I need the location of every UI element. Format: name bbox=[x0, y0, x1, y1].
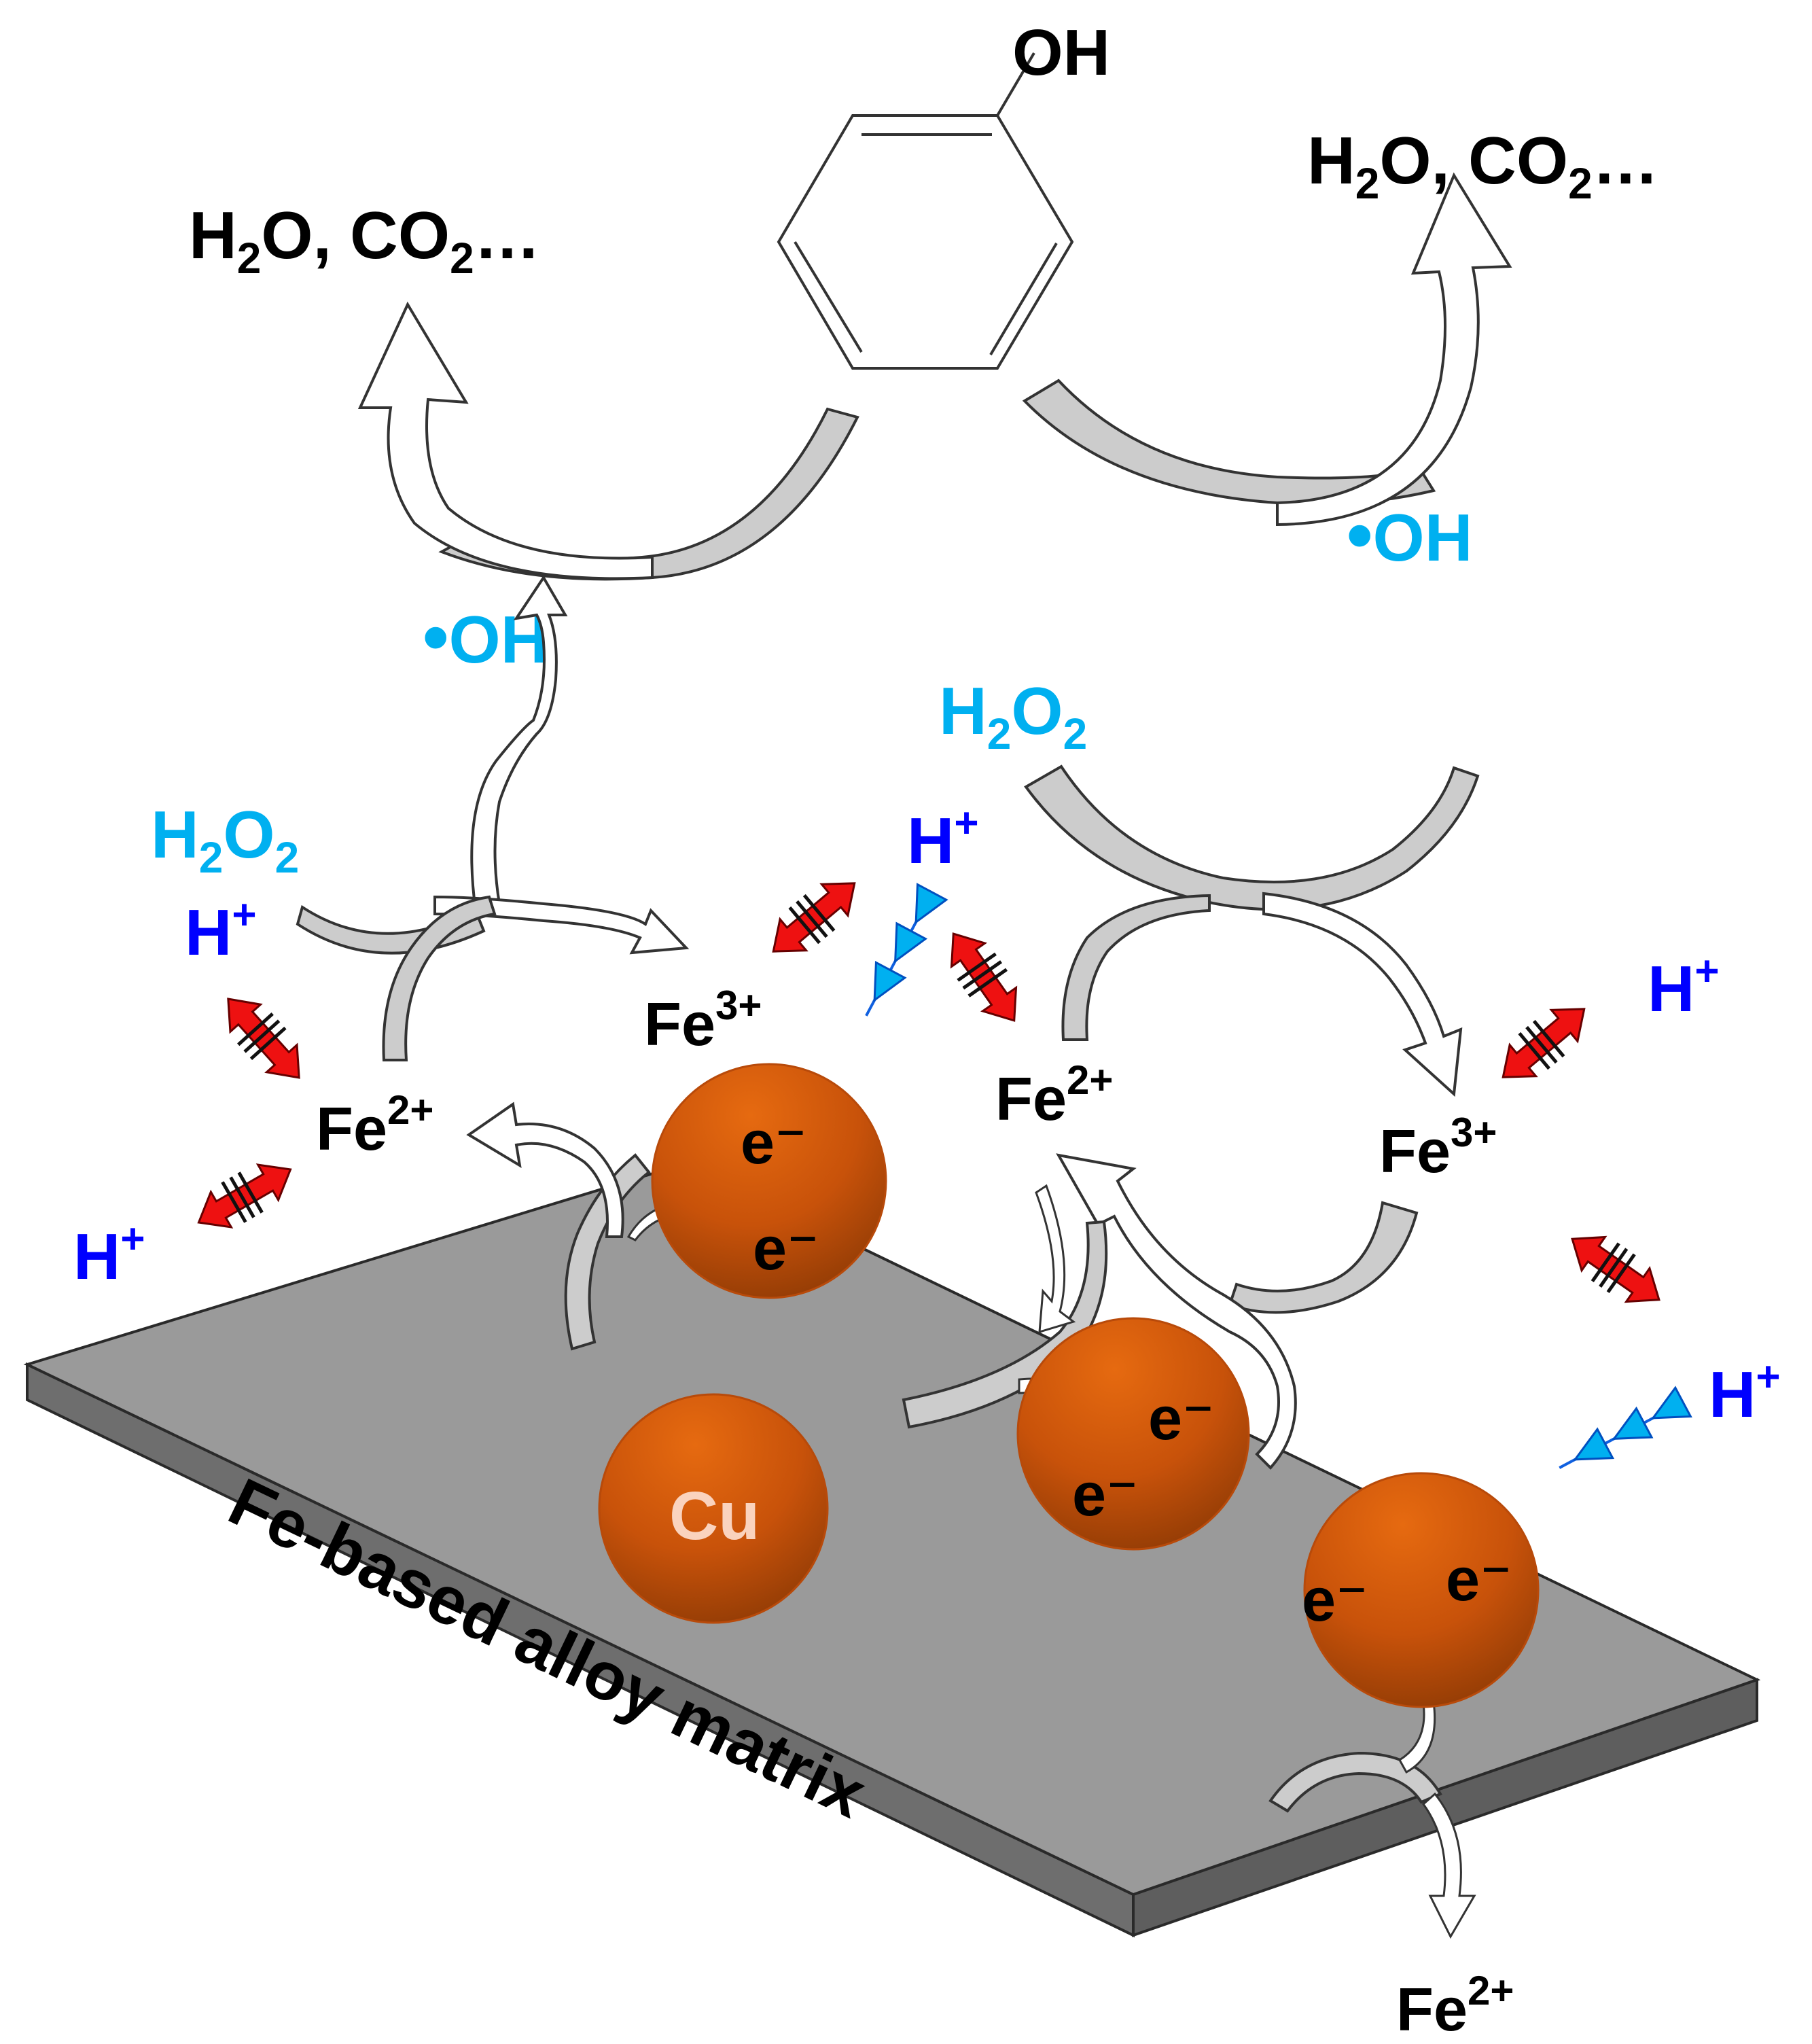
h2o2-sub2: 2 bbox=[1063, 709, 1088, 758]
gray-curved-arrow-icon bbox=[1268, 1751, 1442, 1813]
gray-curved-arrow-icon bbox=[1061, 894, 1211, 1041]
electron-label: e⁻ bbox=[753, 1215, 819, 1283]
h2o2-label-right: H2O2 bbox=[939, 673, 1087, 758]
proton-charge: + bbox=[1756, 1354, 1780, 1400]
products-left-h: H bbox=[189, 198, 237, 272]
h2o2-h: H bbox=[151, 797, 199, 872]
ferric-main: Fe bbox=[1379, 1118, 1451, 1186]
hydroxyl-radical-left: •OH bbox=[423, 595, 549, 679]
red-blocked-double-arrow-icon bbox=[1502, 1008, 1586, 1078]
white-curved-arrow-icon bbox=[470, 575, 568, 913]
red-blocked-double-arrow-icon bbox=[772, 882, 856, 953]
products-left-sub1: 2 bbox=[237, 234, 262, 283]
ferrous-main: Fe bbox=[1396, 1976, 1468, 2041]
products-right-mid: O, CO bbox=[1379, 123, 1568, 198]
ferrous-ion-left: Fe2+ bbox=[316, 1087, 433, 1163]
products-right-end: … bbox=[1593, 123, 1659, 198]
ferrous-charge: 2+ bbox=[387, 1087, 433, 1133]
proton-label: H+ bbox=[907, 800, 979, 877]
electron-label: e⁻ bbox=[1302, 1566, 1368, 1634]
red-blocked-double-arrow-icon bbox=[227, 998, 300, 1079]
proton-h: H bbox=[185, 896, 232, 969]
plate-top bbox=[23, 1161, 1761, 1897]
products-right-sub2: 2 bbox=[1568, 159, 1593, 208]
products-right-h: H bbox=[1307, 123, 1355, 198]
ferric-ion-right: Fe3+ bbox=[1379, 1110, 1497, 1186]
cu-particle-middle-right bbox=[1016, 1317, 1250, 1551]
hydroxyl-radical-right: •OH bbox=[1347, 493, 1473, 577]
ferric-charge: 3+ bbox=[1451, 1110, 1497, 1155]
white-curved-arrow-icon bbox=[1421, 1792, 1476, 1939]
electron-label: e⁻ bbox=[741, 1109, 807, 1177]
proton-label: H+ bbox=[73, 1216, 145, 1293]
h2o2-h: H bbox=[939, 673, 987, 748]
ferrous-charge: 2+ bbox=[1067, 1057, 1113, 1103]
radical-dot-left: • bbox=[423, 595, 449, 679]
red-blocked-double-arrow-icon bbox=[197, 1163, 292, 1229]
gray-curved-arrow-icon bbox=[1024, 764, 1480, 911]
ferrous-ion-middle: Fe2+ bbox=[995, 1057, 1113, 1133]
ferrous-charge: 2+ bbox=[1468, 1968, 1514, 2013]
h2o2-o: O bbox=[223, 797, 274, 872]
ferrous-main: Fe bbox=[995, 1065, 1067, 1133]
radical-dot-right: • bbox=[1347, 493, 1373, 577]
blue-triple-arrowhead-icon bbox=[1559, 1386, 1692, 1469]
products-right-label: H2O, CO2… bbox=[1307, 123, 1659, 208]
ferrous-ion-bottom: Fe2+ bbox=[1396, 1968, 1514, 2041]
proton-label: H+ bbox=[1648, 948, 1720, 1025]
products-right-sub1: 2 bbox=[1355, 159, 1380, 208]
ferric-ion-left: Fe3+ bbox=[644, 983, 762, 1059]
white-curved-arrow-icon bbox=[1262, 892, 1463, 1097]
copper-label: Cu bbox=[669, 1478, 760, 1554]
products-left-end: … bbox=[474, 198, 541, 272]
white-curved-arrow-icon bbox=[1056, 1153, 1297, 1470]
proton-charge: + bbox=[1694, 948, 1719, 995]
proton-h: H bbox=[73, 1220, 120, 1293]
white-curved-arrow-icon bbox=[1035, 1184, 1076, 1334]
white-curved-arrow-icon bbox=[433, 895, 690, 955]
proton-charge: + bbox=[954, 800, 978, 847]
proton-label: H+ bbox=[1709, 1354, 1781, 1431]
cu-particle-upper bbox=[651, 1063, 887, 1299]
cu-particle-bottom-right bbox=[1303, 1472, 1540, 1708]
h2o2-sub1: 2 bbox=[987, 709, 1012, 758]
white-curved-arrow-icon bbox=[1276, 172, 1512, 527]
proton-charge: + bbox=[120, 1216, 145, 1263]
ferrous-main: Fe bbox=[316, 1095, 387, 1163]
electron-label: e⁻ bbox=[1148, 1385, 1215, 1453]
red-blocked-double-arrow-icon bbox=[950, 932, 1018, 1022]
red-blocked-double-arrow-icon bbox=[1571, 1235, 1660, 1303]
electron-label: e⁻ bbox=[1072, 1461, 1139, 1529]
ferric-main: Fe bbox=[644, 991, 715, 1059]
white-curved-arrow-icon bbox=[357, 301, 654, 580]
products-left-sub2: 2 bbox=[450, 234, 474, 283]
blue-triple-arrowhead-icon bbox=[865, 883, 948, 1017]
white-curved-arrow-icon bbox=[466, 1102, 624, 1238]
h2o2-sub2: 2 bbox=[275, 833, 300, 882]
h2o2-label-left: H2O2 bbox=[151, 797, 299, 882]
benzene-ring-icon bbox=[777, 52, 1074, 370]
radical-oh-right: OH bbox=[1373, 500, 1473, 575]
proton-h: H bbox=[907, 805, 954, 877]
proton-h: H bbox=[1709, 1358, 1756, 1431]
gray-curved-arrow-icon bbox=[382, 895, 497, 1061]
h2o2-o: O bbox=[1011, 673, 1063, 748]
gray-curved-arrow-icon bbox=[438, 407, 859, 581]
proton-label: H+ bbox=[185, 892, 257, 969]
proton-h: H bbox=[1648, 953, 1694, 1025]
cu-particle-center bbox=[598, 1393, 829, 1624]
gray-curved-arrow-icon bbox=[1228, 1201, 1419, 1314]
ferric-charge: 3+ bbox=[715, 983, 762, 1028]
products-left-mid: O, CO bbox=[261, 198, 450, 272]
phenol-oh-label: OH bbox=[1012, 16, 1110, 89]
electron-label: e⁻ bbox=[1446, 1546, 1512, 1614]
products-left-label: H2O, CO2… bbox=[189, 198, 541, 283]
gray-curved-arrow-icon bbox=[564, 1153, 651, 1351]
h2o2-sub1: 2 bbox=[199, 833, 224, 882]
proton-charge: + bbox=[232, 892, 256, 938]
